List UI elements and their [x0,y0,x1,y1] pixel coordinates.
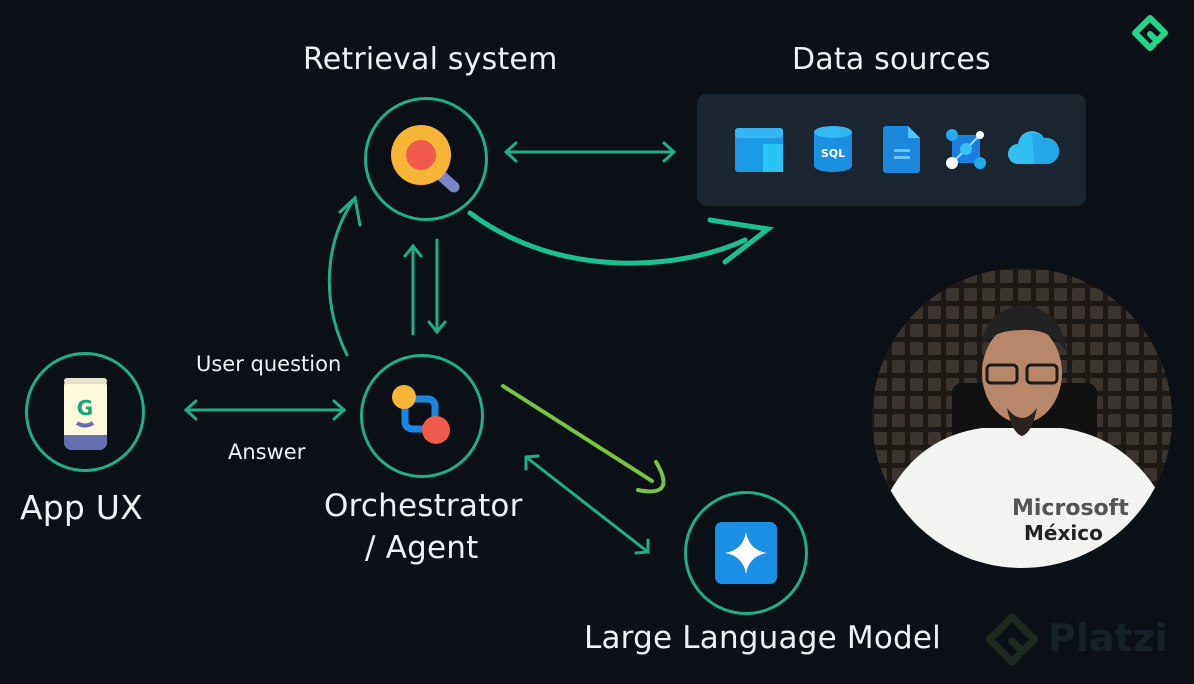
magnifier-icon [391,125,460,193]
presenter-video: Microsoft México [872,268,1172,568]
platzi-watermark-text: Platzi [1048,616,1168,660]
cloud-icon [1008,131,1060,164]
data-sources-label: Data sources [792,42,991,77]
sql-database-icon: SQL [814,126,852,172]
platzi-watermark-icon [985,613,1039,666]
svg-text:SQL: SQL [821,147,845,160]
sparkle-icon [715,522,777,584]
data-sources-panel: SQL [697,94,1086,206]
arrow-app-orchestrator [183,399,347,421]
arrow-orchestrator-to-llm [501,384,666,494]
orchestration-icon [392,385,450,444]
orchestrator-label-line1: Orchestrator [324,488,523,524]
retrieval-system-node [364,97,488,221]
answer-label: Answer [228,440,306,464]
document-icon [883,126,920,173]
graph-network-icon [946,129,986,169]
app-ux-label: App UX [20,488,143,527]
svg-text:G: G [77,396,93,420]
table-storage-icon [735,128,783,172]
mobile-app-icon: G [64,378,107,450]
presenter-image: Microsoft México [872,268,1172,568]
user-question-label: User question [196,352,342,376]
arrow-question-to-retrieval [327,195,362,357]
llm-label: Large Language Model [584,620,941,656]
orchestrator-label-line2: / Agent [365,530,479,566]
platzi-logo-icon [1132,15,1168,51]
retrieval-system-label: Retrieval system [303,42,558,77]
arrow-retrieval-curve [467,210,775,266]
arrow-retrieval-to-orchestrator [427,238,447,335]
shirt-text-line1: Microsoft [1012,496,1129,521]
arrow-orchestrator-llm [524,454,650,555]
arrow-retrieval-datasources [504,141,676,163]
llm-node [684,491,808,615]
arrow-orchestrator-to-retrieval [403,243,423,336]
app-ux-node: G [25,352,145,472]
shirt-text-line2: México [1024,521,1103,545]
orchestrator-node [360,354,484,478]
